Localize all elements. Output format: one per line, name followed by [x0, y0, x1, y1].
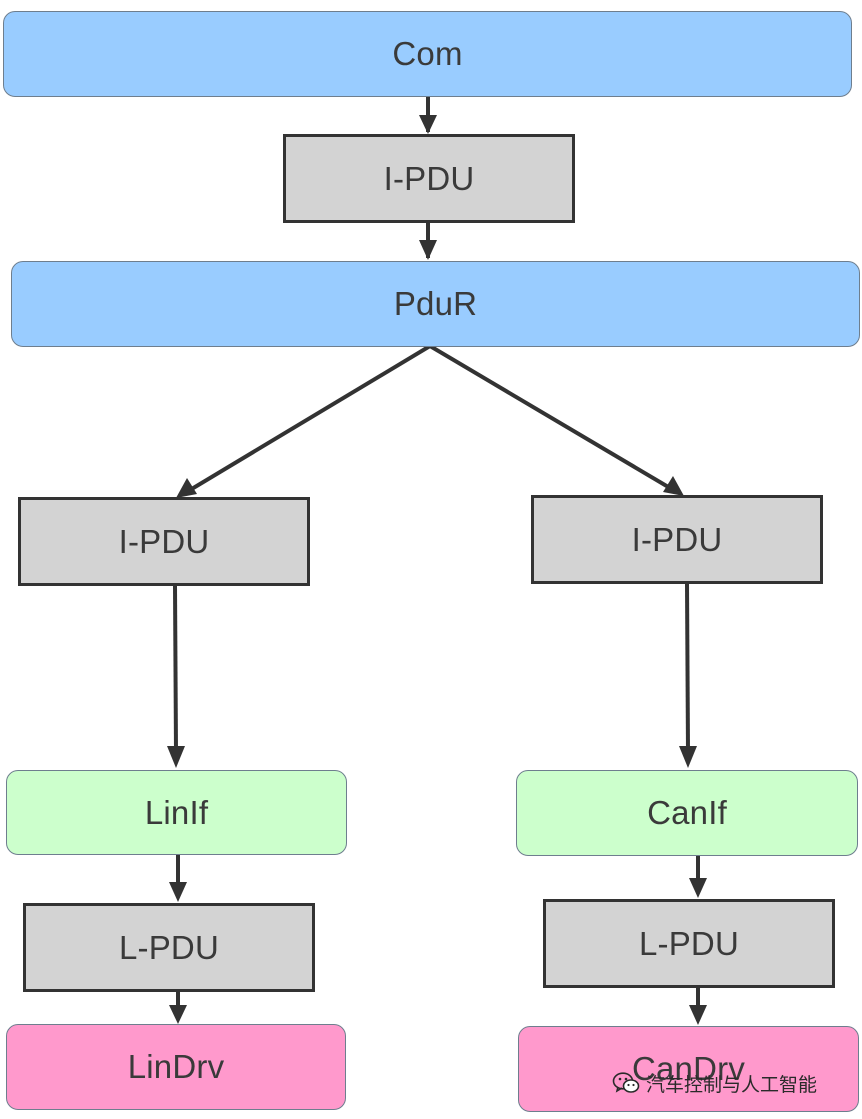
com-module: Com [3, 11, 852, 97]
lpdu-right: L-PDU [543, 899, 835, 988]
arrowhead [679, 746, 697, 768]
arrowhead [419, 115, 437, 134]
arrowhead [169, 1005, 187, 1024]
lindrv-module: LinDrv [6, 1024, 346, 1110]
canif-module: CanIf [516, 770, 858, 856]
arrowhead [167, 746, 185, 768]
arrow-pdur-to-ipdu-left [188, 344, 432, 492]
watermark-text: 汽车控制与人工智能 [646, 1073, 818, 1096]
arrowhead [663, 476, 684, 496]
arrowhead [689, 878, 707, 898]
arrow-ipdu-right-to-canif [685, 583, 690, 753]
arrow-pdur-to-ipdu-right [428, 344, 672, 490]
ipdu-left: I-PDU [18, 497, 310, 586]
watermark: 汽车控制与人工智能 [612, 1068, 817, 1098]
linif-module: LinIf [6, 770, 347, 855]
ipdu-top-label: I-PDU [383, 159, 475, 197]
ipdu-right: I-PDU [531, 495, 823, 584]
lpdu-left-label: L-PDU [118, 928, 220, 966]
arrowhead [169, 882, 187, 902]
lpdu-left: L-PDU [23, 903, 315, 992]
canif-label: CanIf [647, 794, 727, 831]
arrowhead [689, 1005, 707, 1025]
ipdu-right-label: I-PDU [631, 520, 723, 558]
wechat-icon [612, 1071, 640, 1095]
pdur-label: PduR [393, 285, 478, 322]
ipdu-top: I-PDU [283, 134, 575, 223]
linif-label: LinIf [144, 793, 209, 831]
arrowhead [176, 478, 197, 498]
ipdu-left-label: I-PDU [118, 522, 210, 560]
lpdu-right-label: L-PDU [638, 924, 740, 962]
lindrv-label: LinDrv [127, 1048, 225, 1085]
arrow-ipdu-left-to-linif [173, 585, 178, 753]
arrowhead [419, 240, 437, 260]
pdur-module: PduR [11, 261, 860, 347]
candrv-label: CanDrv [631, 1050, 746, 1087]
candrv-module: CanDrv [518, 1026, 859, 1112]
com-label: Com [392, 35, 463, 72]
